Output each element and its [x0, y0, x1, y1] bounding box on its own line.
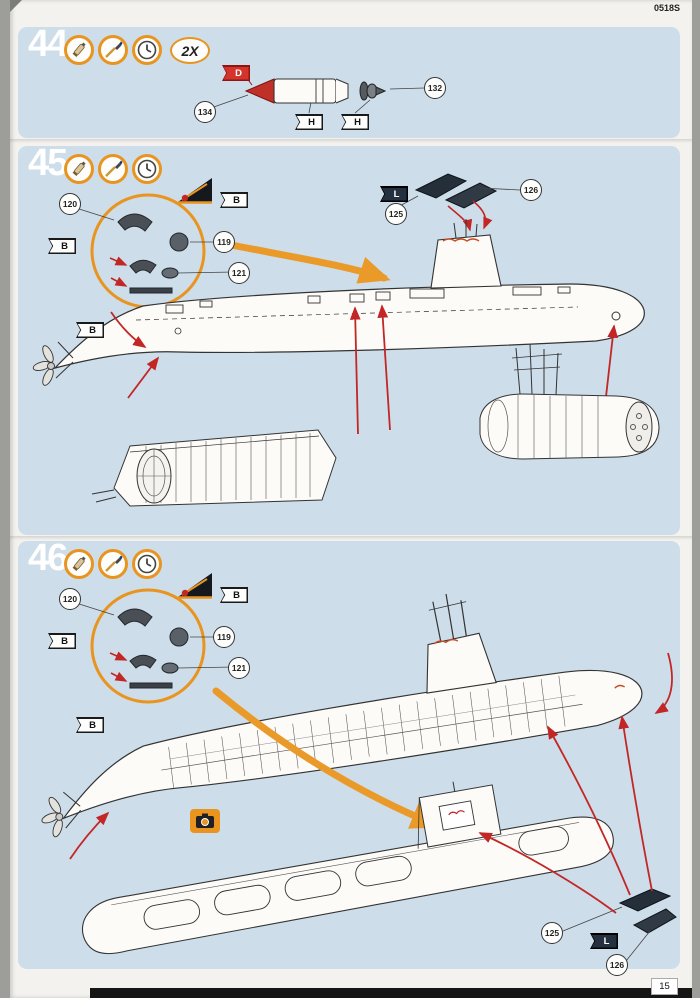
clock-icon [132, 154, 162, 184]
torpedo-part [244, 78, 349, 104]
propeller [41, 796, 64, 838]
step46-illustration [41, 588, 677, 962]
sailplane-parts [414, 173, 498, 209]
part-callout-119: 119 [213, 231, 235, 253]
color-flag-h1: H [295, 114, 323, 130]
color-flag-b3: B [76, 322, 104, 338]
color-flag-b3: B [76, 717, 104, 733]
step44-illustration [207, 72, 425, 114]
step-number: 45 [28, 142, 68, 184]
step45-illustration [32, 173, 660, 507]
propeller [32, 345, 55, 386]
part-callout-125: 125 [385, 203, 407, 225]
part-callout-120: 120 [59, 193, 81, 215]
upper-deck-piece [81, 781, 614, 955]
brush-icon [98, 549, 128, 579]
part-callout-132: 132 [424, 77, 446, 99]
detail-inset [90, 588, 206, 704]
paper-crease [10, 536, 692, 540]
paint-scheme-icon [176, 176, 214, 204]
glue-icon [64, 549, 94, 579]
orange-insert-arrow [222, 240, 391, 284]
part-callout-126: 126 [606, 954, 628, 976]
clock-icon [132, 35, 162, 65]
quantity-multiplier-badge: 2X [170, 37, 210, 64]
detail-inset [90, 193, 206, 309]
sailplane-parts [618, 888, 677, 934]
instruction-page: 0518S 44 [10, 0, 692, 998]
step-panel-46: 46 B 120 119 121 B B 125 L 126 [18, 537, 680, 976]
assembly-arrows [69, 652, 673, 914]
part-callout-134: 134 [194, 101, 216, 123]
step-panel-44: 44 2X D 134 H H 132 [18, 23, 680, 138]
color-flag-b1: B [220, 587, 248, 603]
document-number: 0518S [653, 3, 680, 13]
part-callout-126: 126 [520, 179, 542, 201]
part-callout-121: 121 [228, 262, 250, 284]
brush-icon [98, 154, 128, 184]
camera-icon [190, 809, 220, 833]
conning-tower [430, 234, 502, 289]
page-fold-corner [10, 0, 22, 12]
part-callout-119: 119 [213, 626, 235, 648]
part-callout-121: 121 [228, 657, 250, 679]
propeller-part [359, 81, 387, 101]
page-number: 15 [651, 978, 678, 995]
paper-crease [10, 139, 692, 143]
conning-tower [426, 632, 497, 694]
clock-icon [132, 549, 162, 579]
color-flag-l: L [590, 933, 618, 949]
submarine-hull [32, 219, 645, 386]
submarine-cutaway [41, 593, 643, 838]
interior-hull-section [479, 343, 660, 460]
step-number: 44 [28, 23, 68, 65]
color-flag-b2: B [48, 633, 76, 649]
paint-scheme-icon [176, 571, 214, 599]
glue-icon [64, 35, 94, 65]
color-flag-b1: B [220, 192, 248, 208]
orange-insert-arrow [212, 687, 443, 829]
part-callout-125: 125 [541, 922, 563, 944]
step-number: 46 [28, 537, 68, 579]
page-bottom-bar [90, 988, 692, 998]
color-flag-d: D [222, 65, 250, 81]
brush-icon [98, 35, 128, 65]
part-callout-120: 120 [59, 588, 81, 610]
color-flag-h2: H [341, 114, 369, 130]
glue-icon [64, 154, 94, 184]
interior-deck-structure [91, 429, 337, 507]
step-panel-45: 45 B 120 119 121 B B L 125 126 [18, 142, 680, 535]
color-flag-b2: B [48, 238, 76, 254]
color-flag-l: L [380, 186, 408, 202]
